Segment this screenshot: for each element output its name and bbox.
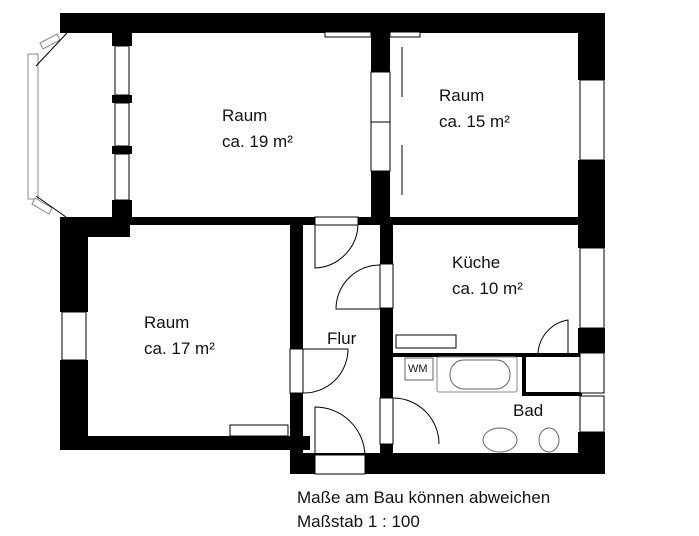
room-label-name: Raum bbox=[222, 106, 268, 125]
radiator bbox=[229, 424, 289, 437]
washing-machine bbox=[404, 357, 434, 381]
windows bbox=[61, 31, 605, 475]
washing-machine-label: WM bbox=[408, 363, 428, 375]
sink bbox=[482, 427, 518, 453]
scale-note: Maßstab 1 : 100 bbox=[297, 512, 420, 531]
walls bbox=[60, 13, 605, 474]
stove-counter bbox=[395, 334, 457, 349]
room-label-name: Raum bbox=[144, 313, 190, 332]
room-label-name: Bad bbox=[513, 401, 544, 420]
room-label-area: ca. 15 m² bbox=[439, 112, 510, 131]
bay-window bbox=[27, 32, 68, 218]
room-label-name: Küche bbox=[452, 253, 501, 272]
room-label-area: ca. 10 m² bbox=[452, 279, 523, 298]
disclaimer-note: Maße am Bau können abweichen bbox=[297, 488, 551, 507]
room-label-area: ca. 17 m² bbox=[144, 339, 215, 358]
room-label-area: ca. 19 m² bbox=[222, 132, 293, 151]
fixtures bbox=[229, 334, 560, 453]
room-label-name: Raum bbox=[439, 86, 485, 105]
toilet bbox=[538, 427, 560, 453]
room-label-name: Flur bbox=[327, 329, 357, 348]
doors bbox=[302, 47, 569, 456]
